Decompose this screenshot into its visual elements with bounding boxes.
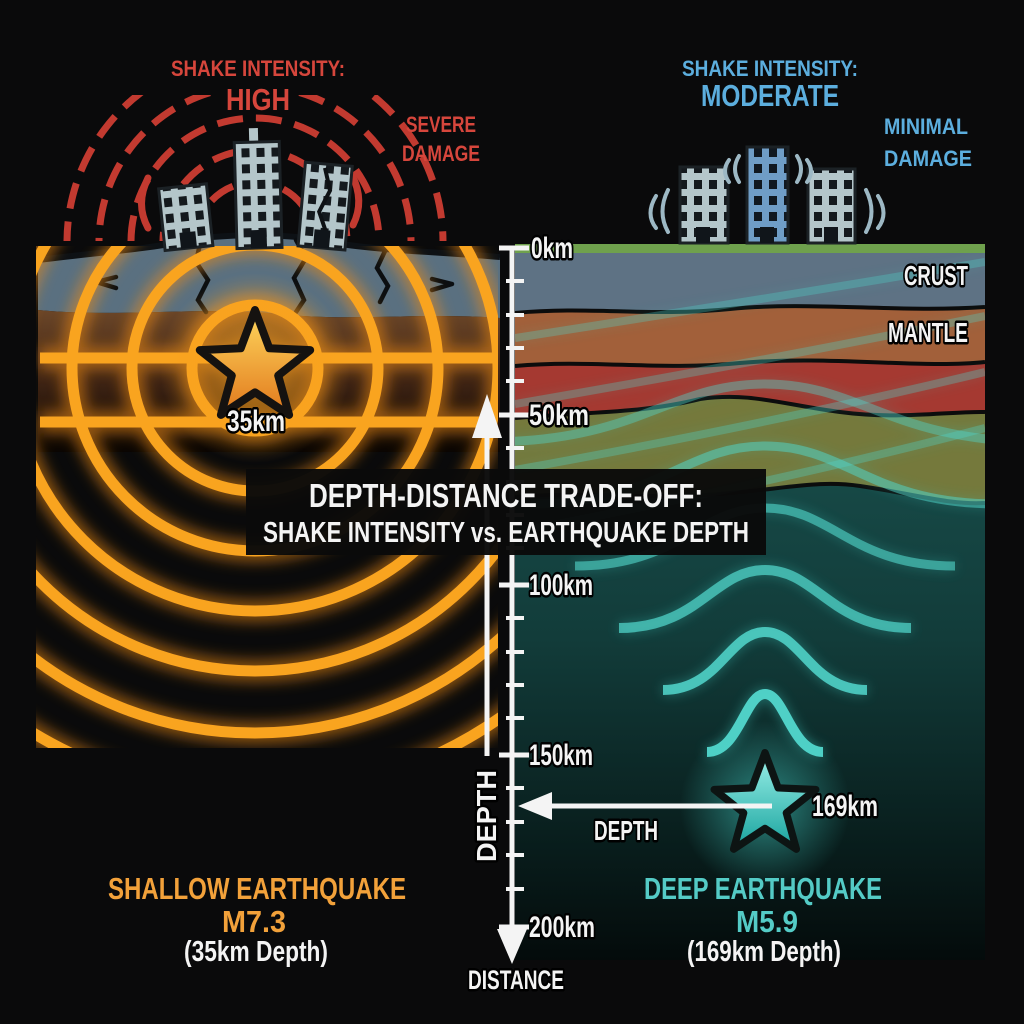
crust-label: CRUST	[904, 260, 968, 291]
left-damage-word2: DAMAGE	[402, 141, 480, 166]
shallow-depth-callout: 35km	[227, 405, 285, 438]
banner-background	[246, 469, 766, 555]
right-damage-word1: MINIMAL	[884, 114, 968, 139]
mild-shake-marks	[648, 154, 886, 234]
tremor-mark-right	[348, 171, 363, 229]
tick-label-0km: 0km	[531, 232, 573, 265]
deep-depth-callout: 169km	[812, 790, 878, 823]
shallow-earthquake-title: SHALLOW EARTHQUAKE	[108, 871, 406, 906]
crust-layer	[515, 244, 985, 313]
text-labels: SHAKE INTENSITY: HIGH SEVERE DAMAGE SHAK…	[108, 56, 972, 998]
title-banner: DEPTH-DISTANCE TRADE-OFF: SHAKE INTENSIT…	[246, 469, 766, 555]
building-tall-center	[232, 127, 284, 251]
depth-axis-label-vertical: DEPTH	[471, 770, 502, 862]
distance-arrowhead	[497, 929, 527, 964]
banner-title-line2: SHAKE INTENSITY vs. EARTHQUAKE DEPTH	[263, 517, 749, 549]
damaged-buildings	[157, 127, 354, 253]
depth-arrowhead-left	[518, 792, 552, 820]
intact-buildings	[648, 145, 886, 245]
building-cracked-right	[296, 160, 354, 252]
shallow-earthquake-depth-note: (35km Depth)	[184, 936, 328, 968]
right-intensity-label: SHAKE INTENSITY:	[682, 56, 858, 81]
depth-arrow-label: DEPTH	[594, 815, 658, 846]
depth-axis: 0km 50km 100km 150km 200km	[497, 230, 598, 964]
tick-label-100km: 100km	[529, 569, 593, 602]
deep-earthquake-title: DEEP EARTHQUAKE	[644, 871, 882, 906]
depth-horizontal-arrow: DEPTH	[518, 792, 772, 849]
tick-label-150km: 150km	[529, 739, 593, 772]
shallow-earthquake-magnitude: M7.3	[222, 904, 286, 939]
surface-green-strip	[515, 244, 985, 253]
right-damage-word2: DAMAGE	[884, 146, 972, 171]
deep-earthquake-depth-note: (169km Depth)	[687, 936, 841, 968]
tremor-mark-left	[138, 174, 152, 232]
banner-title-line1: DEPTH-DISTANCE TRADE-OFF:	[309, 477, 703, 514]
left-intensity-value: HIGH	[226, 82, 290, 117]
tick-label-50km: 50km	[529, 399, 589, 432]
distance-axis-label: DISTANCE	[468, 965, 564, 995]
deep-earthquake-magnitude: M5.9	[736, 904, 798, 939]
tick-label-200km: 200km	[529, 911, 595, 944]
mantle-label: MANTLE	[888, 317, 968, 348]
left-intensity-label: SHAKE INTENSITY:	[171, 56, 345, 81]
right-ground-layers	[514, 244, 986, 960]
major-ticks	[499, 245, 529, 930]
depth-arrowhead-up	[472, 394, 502, 438]
left-damage-word1: SEVERE	[406, 112, 476, 137]
building-tilted-left	[157, 182, 215, 253]
right-intensity-value: MODERATE	[701, 78, 839, 113]
